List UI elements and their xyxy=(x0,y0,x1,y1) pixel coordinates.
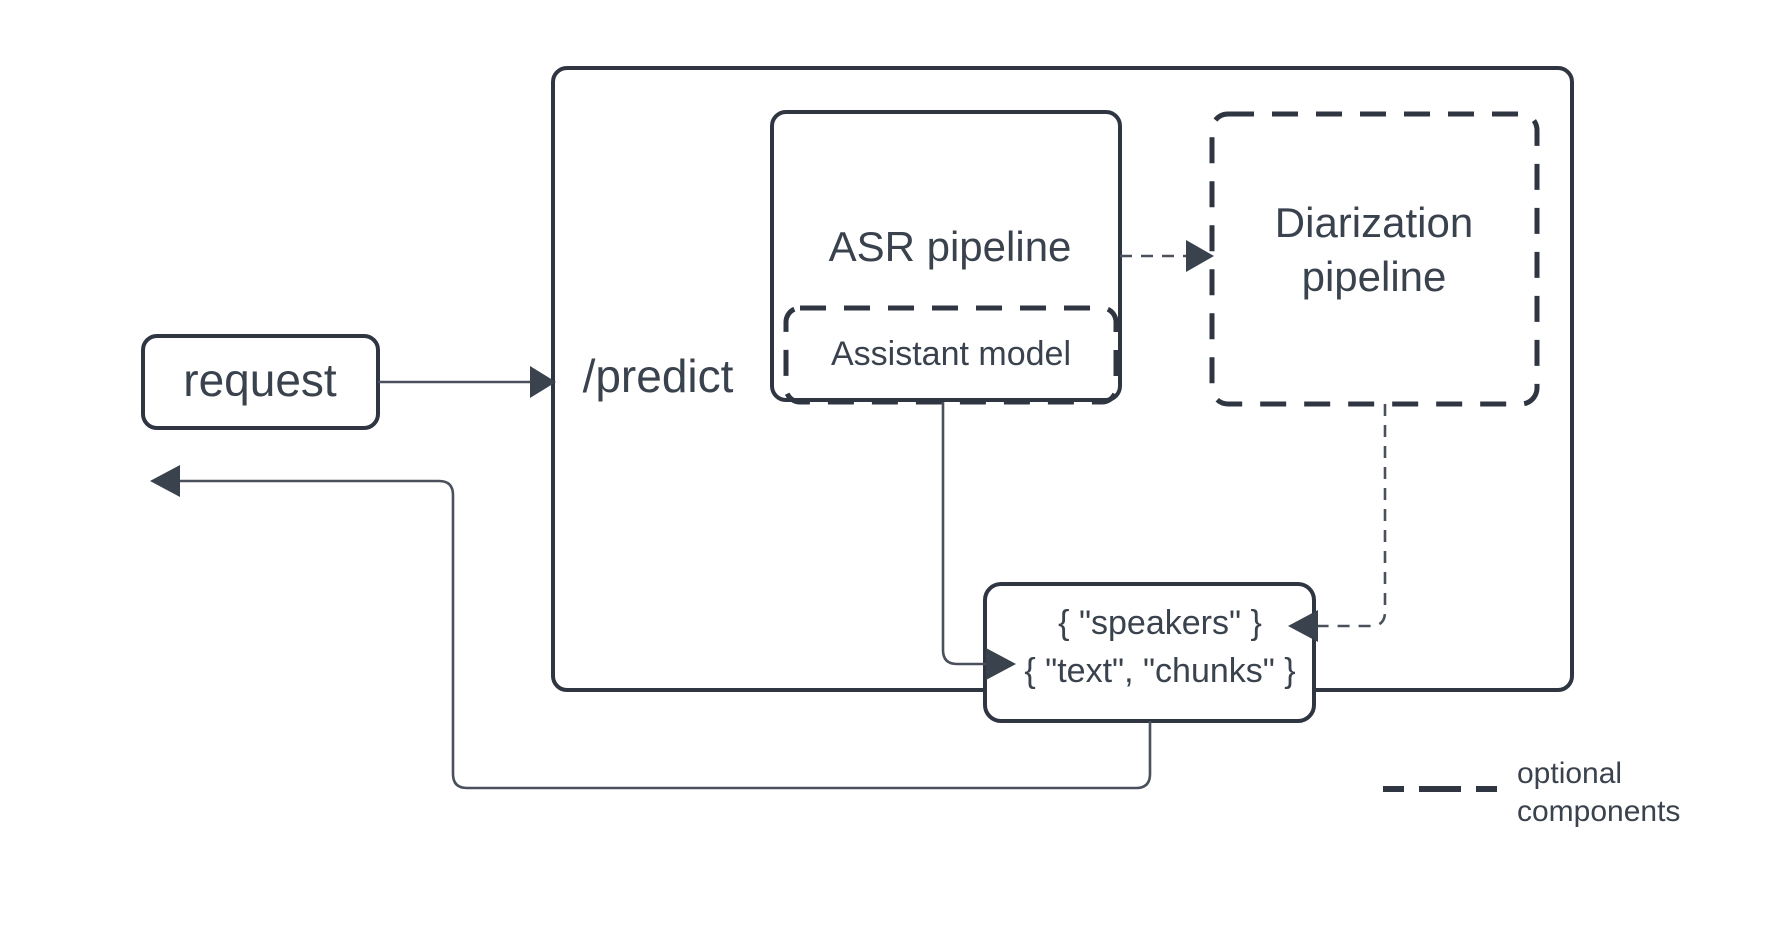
edge-diarization-to-output-speakers xyxy=(1288,404,1387,642)
arrowhead-asr-to-output-text xyxy=(986,648,1016,680)
arrowhead-diarization-to-output-speakers xyxy=(1288,610,1318,642)
edge-request-to-predict xyxy=(378,366,556,398)
edge-asr-to-output-text xyxy=(941,402,1016,680)
output-speakers-label: { "speakers" } xyxy=(1058,604,1262,642)
edge-asr-to-diarization xyxy=(1120,240,1214,272)
legend-label-line1: optional xyxy=(1517,757,1622,790)
request-label: request xyxy=(183,354,337,406)
output-text-chunks-label: { "text", "chunks" } xyxy=(1024,652,1295,690)
arrowhead-request-to-predict xyxy=(530,366,556,398)
arrowhead-output-to-response xyxy=(150,465,180,497)
diarization-pipeline-label-line1: Diarization xyxy=(1275,199,1473,246)
assistant-model-label: Assistant model xyxy=(831,335,1071,373)
arrowhead-asr-to-diarization xyxy=(1186,240,1214,272)
diarization-pipeline-box xyxy=(1209,111,1540,407)
legend: optional components xyxy=(1383,757,1680,828)
assistant-model-box xyxy=(783,305,1119,405)
predict-label: /predict xyxy=(583,350,734,402)
asr-pipeline-label: ASR pipeline xyxy=(829,223,1072,270)
legend-label-line2: components xyxy=(1517,795,1680,828)
edge-output-to-response xyxy=(150,465,1152,790)
diarization-pipeline-label-line2: pipeline xyxy=(1302,253,1447,300)
